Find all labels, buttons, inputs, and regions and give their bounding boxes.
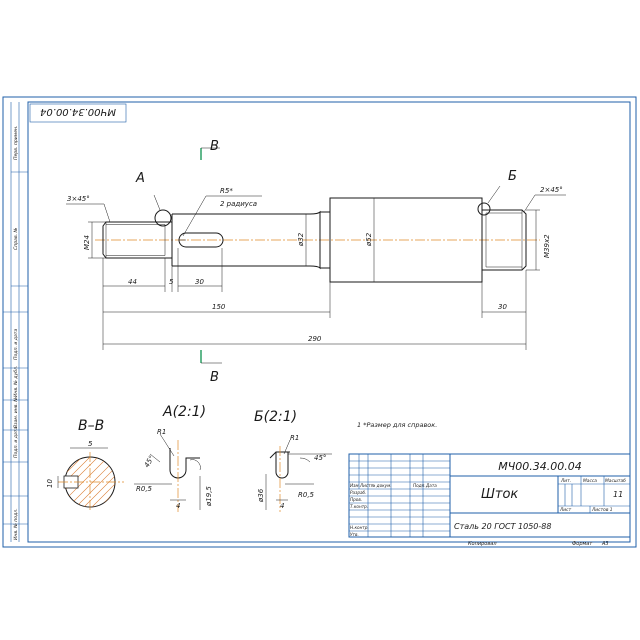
detail-a-width: 4: [176, 502, 180, 510]
stamp-label: Лист: [359, 483, 371, 488]
title-block: Изм. Лист № докум. Подп. Дата Разраб. Пр…: [348, 453, 631, 538]
format-label: Формат: [572, 541, 593, 547]
detail-b-angle: 45°: [314, 454, 326, 462]
detail-a-angle: 45°: [143, 454, 156, 469]
dim-thread-left: М24: [83, 235, 91, 250]
leader-a-label: A: [135, 171, 145, 186]
detail-a-dia: ø19,5: [205, 486, 213, 507]
detail-b-title: Б(2:1): [254, 409, 297, 425]
side-label: Взам. инв. №: [13, 397, 19, 428]
dim-len-30: 30: [195, 278, 204, 286]
dim-dia-52: ø52: [365, 232, 373, 247]
header-mass: Масса: [583, 478, 597, 484]
drawing-code: МЧ00.34.00.04: [498, 460, 582, 473]
section-mark-bottom-label: B: [210, 370, 219, 385]
dim-radius: R5*: [220, 187, 233, 195]
stamp-label: Н.контр.: [350, 525, 369, 530]
left-margin: [3, 102, 28, 542]
stamp-label: Дата: [425, 483, 437, 488]
detail-b-dia: ø36: [257, 488, 265, 503]
section-title: B–B: [78, 418, 104, 434]
side-label: Подп. и дата: [13, 329, 19, 360]
shaft: [102, 197, 527, 283]
stamp-label: № докум.: [370, 483, 392, 488]
dim-dia-32: ø32: [297, 232, 305, 247]
detail-a: R1 45° R0,5 ø19,5 4: [134, 428, 213, 512]
dim-thread-right: М39х2: [543, 234, 551, 258]
detail-b-r1: R1: [290, 434, 299, 442]
header-scale: Масштаб: [605, 478, 626, 484]
keyway-slot: [178, 232, 224, 248]
detail-a-r1: R1: [157, 428, 166, 436]
section-mark-bottom: B: [200, 350, 222, 385]
quantity: 11: [613, 490, 623, 499]
dim-len-30b: 30: [498, 303, 507, 311]
material: Сталь 20 ГОСТ 1050-88: [454, 522, 551, 531]
stamp-label: Т.контр.: [350, 504, 368, 509]
stamp-label: Пров.: [350, 497, 362, 502]
detail-b: R1 45° R0,5 ø36 4: [257, 434, 332, 512]
technical-note: 1 *Размер для справок.: [357, 421, 437, 429]
inner-frame: [27, 101, 631, 543]
sheets-label: Листов 1: [591, 507, 613, 513]
section-dim-10: 10: [46, 479, 54, 488]
code-box-text: МЧ00.34.00.04: [40, 106, 116, 117]
dim-radius-note: 2 радиуса: [220, 200, 257, 208]
dimensions: 3×45° R5* 2 радиуса 2×45° М24 ø32 ø52 М3…: [66, 186, 566, 350]
detail-a-title: A(2:1): [162, 404, 206, 420]
detail-b-circle: [477, 202, 491, 216]
detail-b-width: 4: [280, 502, 284, 510]
outer-frame: [2, 96, 637, 548]
dim-chamfer-left: 3×45°: [67, 195, 90, 203]
side-label: Подп. и дата: [13, 427, 19, 458]
section-dim-5: 5: [88, 440, 93, 448]
dim-len-44: 44: [128, 278, 137, 286]
side-label: Инв. № дубл.: [13, 366, 19, 397]
part-title: Шток: [481, 487, 518, 502]
copied-label: Копировал: [468, 541, 497, 547]
detail-a-r05: R0,5: [136, 485, 153, 493]
leader-b-label: Б: [508, 169, 517, 184]
sheet-label: Лист: [559, 507, 572, 513]
side-label: Инв. № подл.: [13, 508, 19, 540]
dim-len-290: 290: [308, 335, 322, 343]
stamp-label: Изм.: [350, 483, 360, 488]
side-labels: Перв. примен. Справ. № Подп. и дата Инв.…: [13, 126, 19, 541]
side-label: Справ. №: [13, 227, 19, 250]
code-box: МЧ00.34.00.04: [29, 103, 127, 123]
header-lit: Лит.: [560, 478, 571, 484]
detail-b-r05: R0,5: [298, 491, 315, 499]
stamp-label: Подп.: [413, 483, 426, 488]
stamp-label: Разраб.: [350, 490, 366, 495]
section-mark-top: B: [200, 139, 220, 160]
format-value: А3: [601, 541, 609, 547]
stamp-label: Утв.: [350, 532, 359, 537]
dim-len-5: 5: [169, 278, 174, 286]
section-mark-top-label: B: [210, 139, 219, 154]
detail-a-circle: [154, 209, 172, 227]
side-label: Перв. примен.: [13, 126, 19, 161]
dim-len-150: 150: [212, 303, 226, 311]
dim-chamfer-right: 2×45°: [540, 186, 563, 194]
section-bb: 5 10: [46, 440, 124, 512]
